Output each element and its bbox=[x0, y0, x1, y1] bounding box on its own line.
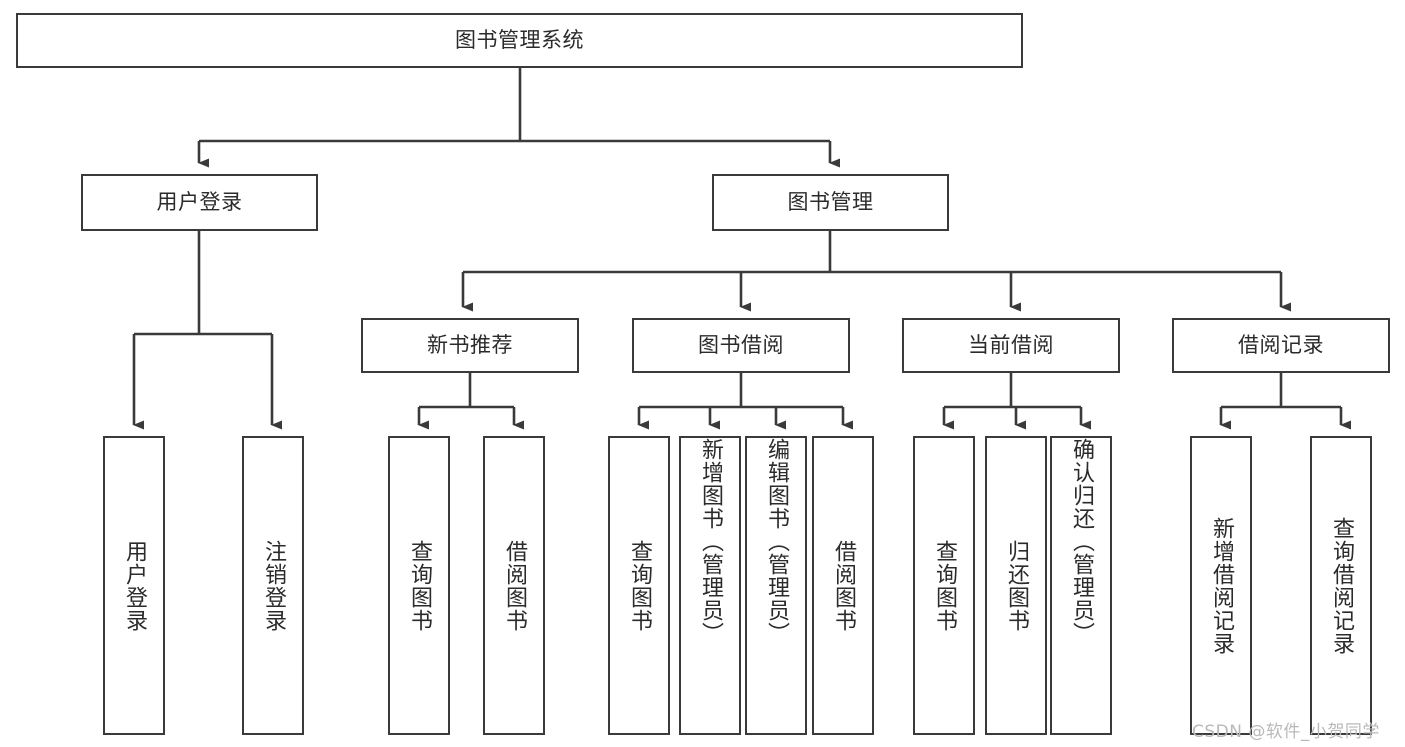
node-label: 编辑图书（管理员） bbox=[763, 438, 789, 645]
node-leaf-borrow-book-2[interactable]: 借阅图书 bbox=[812, 436, 874, 735]
node-label: 用户登录 bbox=[156, 189, 243, 214]
connector-root-to-level1 bbox=[197, 68, 840, 168]
node-leaf-query-book-1[interactable]: 查询图书 bbox=[388, 436, 450, 735]
node-label: 当前借阅 bbox=[968, 332, 1054, 357]
node-label: 新增借阅记录 bbox=[1208, 516, 1234, 655]
node-current-borrow[interactable]: 当前借阅 bbox=[902, 318, 1120, 373]
node-leaf-confirm-return[interactable]: 确认归还（管理员） bbox=[1050, 436, 1112, 735]
node-label: 借阅图书 bbox=[830, 539, 856, 632]
node-label: 查询图书 bbox=[931, 539, 957, 632]
node-label: 借阅图书 bbox=[501, 539, 527, 632]
node-borrow-record[interactable]: 借阅记录 bbox=[1172, 318, 1390, 373]
node-label: 图书借阅 bbox=[698, 332, 784, 357]
node-leaf-logout[interactable]: 注销登录 bbox=[242, 436, 304, 735]
node-label: 图书管理 bbox=[787, 189, 874, 214]
node-leaf-edit-book[interactable]: 编辑图书（管理员） bbox=[745, 436, 807, 735]
connector-user-login-to-leaves bbox=[132, 231, 282, 430]
node-leaf-user-login[interactable]: 用户登录 bbox=[103, 436, 165, 735]
node-book-borrow[interactable]: 图书借阅 bbox=[632, 318, 850, 373]
node-label: 图书管理系统 bbox=[455, 27, 584, 52]
node-label: 注销登录 bbox=[260, 539, 286, 632]
connector-record-to-leaves bbox=[1219, 373, 1351, 430]
node-label: 新书推荐 bbox=[427, 332, 513, 357]
node-label: 归还图书 bbox=[1003, 539, 1029, 632]
connector-current-to-leaves bbox=[942, 373, 1091, 430]
tree-connectors bbox=[132, 68, 1351, 430]
node-label: 查询借阅记录 bbox=[1328, 516, 1354, 655]
node-label: 查询图书 bbox=[406, 539, 432, 632]
node-leaf-query-book-3[interactable]: 查询图书 bbox=[913, 436, 975, 735]
node-user-login[interactable]: 用户登录 bbox=[81, 174, 318, 231]
node-label: 新增图书（管理员） bbox=[697, 438, 723, 645]
connector-borrow-to-leaves bbox=[637, 373, 853, 430]
node-leaf-query-record[interactable]: 查询借阅记录 bbox=[1310, 436, 1372, 735]
node-leaf-return-book[interactable]: 归还图书 bbox=[985, 436, 1047, 735]
node-leaf-query-book-2[interactable]: 查询图书 bbox=[608, 436, 670, 735]
node-root[interactable]: 图书管理系统 bbox=[16, 13, 1023, 68]
node-book-manage[interactable]: 图书管理 bbox=[712, 174, 949, 231]
node-leaf-add-book[interactable]: 新增图书（管理员） bbox=[679, 436, 741, 735]
node-new-book-recommend[interactable]: 新书推荐 bbox=[361, 318, 579, 373]
node-leaf-borrow-book-1[interactable]: 借阅图书 bbox=[483, 436, 545, 735]
node-label: 借阅记录 bbox=[1238, 332, 1324, 357]
connector-recommend-to-leaves bbox=[417, 373, 524, 430]
node-leaf-add-record[interactable]: 新增借阅记录 bbox=[1190, 436, 1252, 735]
node-label: 查询图书 bbox=[626, 539, 652, 632]
node-label: 用户登录 bbox=[121, 539, 147, 632]
connector-book-manage-to-level2 bbox=[461, 231, 1291, 312]
node-label: 确认归还（管理员） bbox=[1068, 438, 1094, 645]
